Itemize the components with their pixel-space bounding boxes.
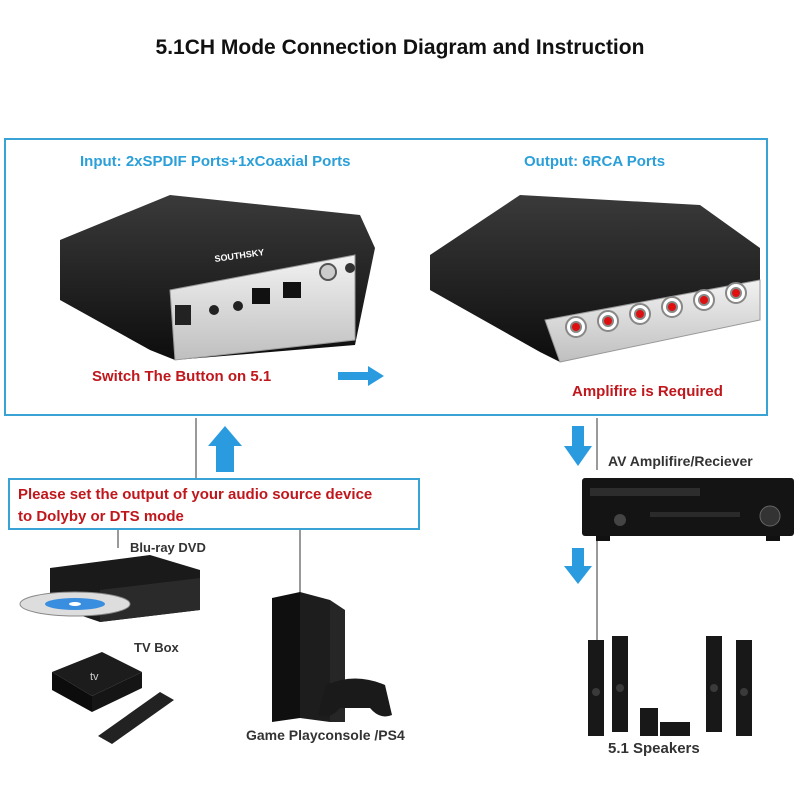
aux-port (345, 263, 355, 273)
right-arrow (338, 366, 384, 386)
decoder-rear-device (430, 195, 761, 363)
rca-ports (565, 282, 747, 338)
mode-button (233, 301, 243, 311)
up-arrow (208, 426, 242, 472)
speaker-cen (660, 722, 690, 736)
speakers-label: 5.1 Speakers (608, 740, 700, 757)
decoder-frame (4, 138, 768, 416)
amp-required-note: Amplifire is Required (572, 383, 723, 400)
page-title: 5.1CH Mode Connection Diagram and Instru… (155, 36, 645, 59)
coax-port (319, 263, 337, 281)
speaker-sw (640, 708, 658, 736)
bluray-label: Blu-ray DVD (130, 540, 206, 555)
source-instruction-box: Please set the output of your audio sour… (8, 478, 420, 530)
input-label: Input: 2xSPDIF Ports+1xCoaxial Ports (80, 153, 351, 170)
down-arrow-2 (564, 548, 592, 584)
console-label: Game Playconsole /PS4 (246, 727, 405, 743)
speaker-set (588, 636, 752, 736)
tv-logo: tv (90, 671, 99, 683)
bluray-player (19, 555, 200, 622)
spdif-port-2 (283, 282, 301, 298)
dc-jack (175, 305, 191, 325)
connection-lines (117, 418, 598, 640)
down-arrow-1 (564, 426, 592, 466)
remote-control (98, 692, 174, 744)
tv-box: tv (52, 652, 174, 744)
source-instruction-line-1: Please set the output of your audio sour… (18, 486, 373, 503)
switch-note: Switch The Button on 5.1 (92, 368, 272, 385)
av-receiver (582, 478, 794, 541)
spdif-port-1 (252, 288, 270, 304)
input-button (209, 305, 219, 315)
output-label: Output: 6RCA Ports (524, 153, 666, 170)
source-instruction-line-2: to Dolyby or DTS mode (18, 508, 184, 525)
decoder-front-device: SOUTHSKY (60, 195, 375, 361)
ps4-console (272, 592, 392, 722)
tvbox-label: TV Box (134, 640, 179, 655)
amplifier-label: AV Amplifire/Reciever (608, 453, 753, 469)
flow-arrows (208, 366, 592, 584)
gamepad (318, 678, 392, 717)
